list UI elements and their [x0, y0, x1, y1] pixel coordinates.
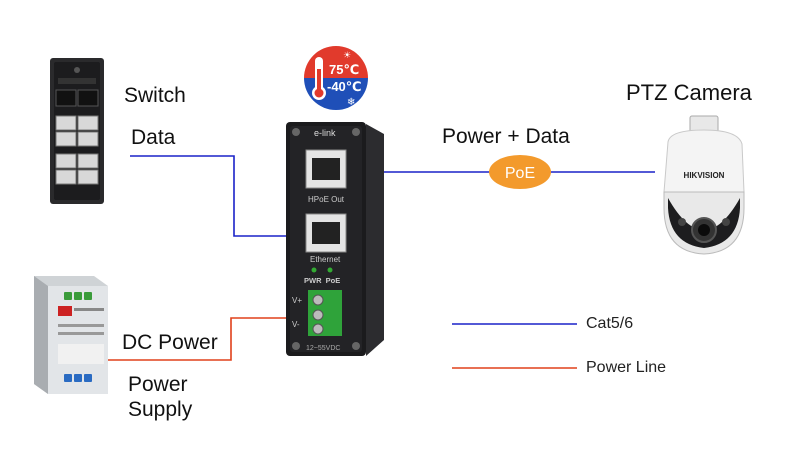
legend-cat56-label: Cat5/6 [586, 315, 634, 332]
power-supply-label-line2: Supply [128, 398, 193, 421]
temp-low-text: -40℃ [327, 79, 362, 94]
data-label: Data [131, 126, 176, 149]
camera-brand-text: HIKVISION [684, 171, 725, 180]
poe-badge-text: PoE [505, 165, 535, 182]
brand-logo-text: e-link [314, 128, 336, 138]
voltage-label: 12~55VDC [306, 345, 340, 352]
temperature-range-icon: 75℃ -40℃ ❄ ☀ [303, 45, 369, 111]
snowflake-icon: ❄ [347, 97, 355, 108]
led-labels: PWR PoE [304, 276, 340, 285]
power-supply-image [34, 276, 108, 394]
sun-icon: ☀ [343, 50, 351, 60]
poe-badge: PoE [489, 155, 551, 189]
switch-label: Switch [124, 84, 186, 107]
power-line [100, 317, 300, 361]
data-line-switch [130, 155, 305, 237]
v-minus-label: V- [292, 320, 300, 329]
ptz-camera-label: PTZ Camera [626, 80, 752, 105]
dc-power-label: DC Power [122, 331, 218, 354]
hpoe-out-label: HPoE Out [308, 195, 345, 204]
power-supply-label-line1: Power [128, 373, 188, 396]
ethernet-label: Ethernet [310, 255, 341, 264]
power-plus-data-label: Power + Data [442, 125, 570, 148]
ptz-camera-image: HIKVISION [663, 115, 745, 255]
v-plus-label: V+ [292, 296, 302, 305]
legend-power-line-label: Power Line [586, 359, 667, 376]
industrial-switch-image [50, 58, 104, 204]
temp-high-text: 75℃ [329, 62, 359, 77]
poe-injector-image: e-link HPoE Out Ethernet PWR PoE V+ V- 1… [286, 122, 384, 356]
